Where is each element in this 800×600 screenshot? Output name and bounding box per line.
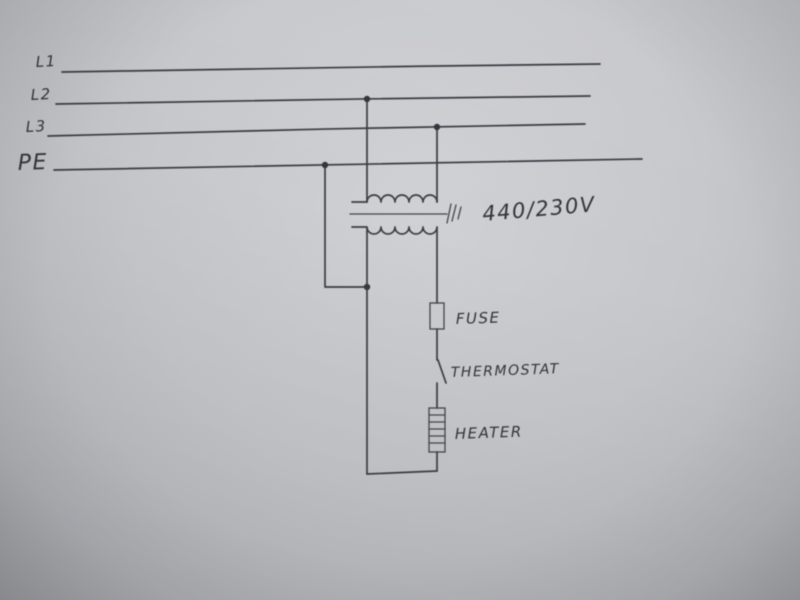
power-bus-lines xyxy=(47,63,643,171)
pe-drop-wire xyxy=(324,164,368,288)
load-circuit xyxy=(366,227,447,475)
l1-wire xyxy=(61,63,601,73)
thermostat-symbol xyxy=(437,359,447,384)
voltage-label: 440/230V xyxy=(481,192,596,226)
l2-junction-dot xyxy=(363,95,371,103)
heater-label: HEATER xyxy=(455,423,524,443)
thermostat-blade xyxy=(437,359,447,384)
fuse-symbol xyxy=(429,302,445,330)
transformer-symbol xyxy=(349,194,462,235)
fuse-label: FUSE xyxy=(456,308,501,328)
heater-symbol xyxy=(428,407,446,453)
tap-drops xyxy=(321,95,441,291)
l3-junction-dot xyxy=(433,123,441,131)
secondary-coil xyxy=(351,226,438,235)
l2-label: L2 xyxy=(30,85,52,104)
ground-icon xyxy=(446,203,462,224)
pe-wire xyxy=(53,158,643,171)
pe-junction-dot xyxy=(321,161,329,169)
l1-label: L1 xyxy=(35,52,57,71)
pe-label: PE xyxy=(17,150,48,176)
l3-label: L3 xyxy=(25,117,47,136)
primary-coil xyxy=(351,194,438,203)
l3-wire xyxy=(47,123,586,137)
thermostat-label: THERMOSTAT xyxy=(451,361,561,381)
l2-wire xyxy=(55,95,591,105)
bottom-return-wire xyxy=(366,470,438,475)
